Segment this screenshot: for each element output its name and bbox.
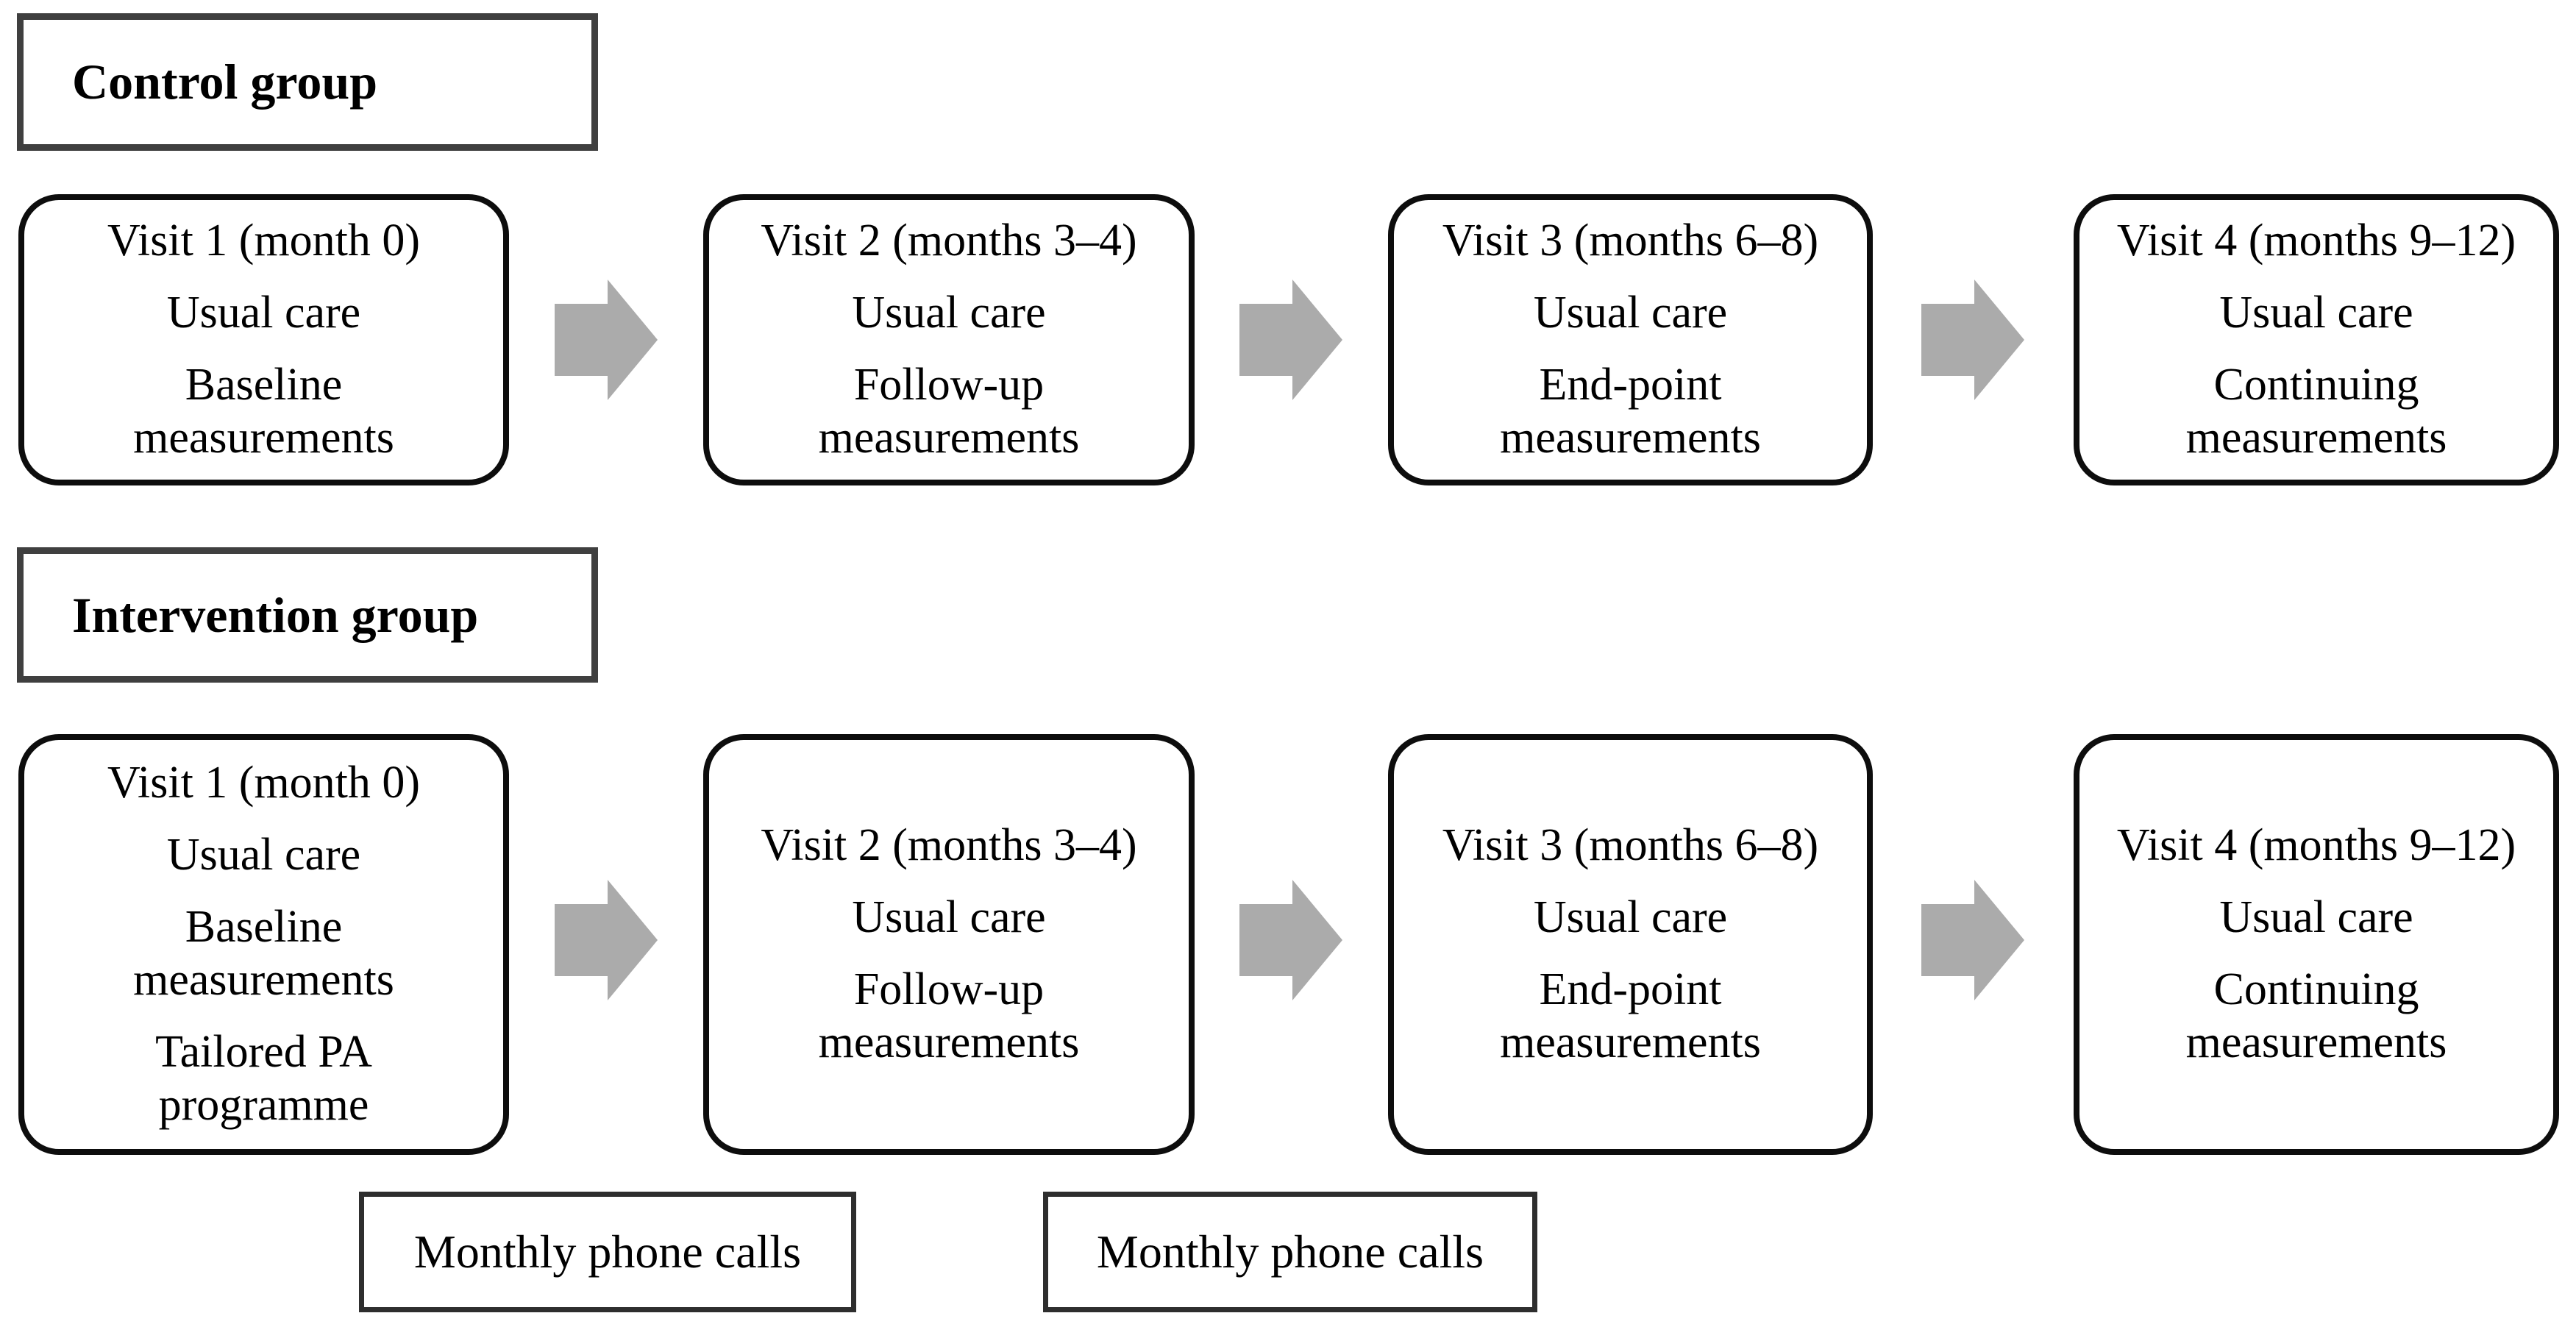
visit-title: Visit 1 (month 0) [107,758,421,808]
arrow-right-icon [555,880,658,1000]
arrow-right-icon [1921,280,2024,400]
visit-title: Visit 2 (months 3–4) [761,216,1137,266]
visit-item: Baseline measurements [133,360,394,463]
visit-item: Usual care [2219,892,2413,943]
arrow-right-icon [1921,880,2024,1000]
visit-box-control-4: Visit 4 (months 9–12) Usual care Continu… [2074,194,2559,485]
arrow-right-icon [555,280,658,400]
visit-item: Usual care [1533,288,1728,338]
visit-item: Baseline measurements [133,902,394,1005]
control-group-label: Control group [72,54,378,110]
visit-title: Visit 2 (months 3–4) [761,820,1137,871]
visit-item: Usual care [2219,288,2413,338]
visit-box-intervention-2: Visit 2 (months 3–4) Usual care Follow-u… [703,734,1195,1155]
intervention-group-label: Intervention group [72,586,479,643]
visit-item: Continuing measurements [2185,964,2447,1067]
visit-item: Tailored PA programme [155,1026,372,1130]
visit-box-control-2: Visit 2 (months 3–4) Usual care Follow-u… [703,194,1195,485]
visit-box-intervention-4: Visit 4 (months 9–12) Usual care Continu… [2074,734,2559,1155]
visit-item: End-point measurements [1500,964,1761,1067]
visit-item: End-point measurements [1500,360,1761,463]
monthly-phone-calls-box-2: Monthly phone calls [1043,1192,1537,1312]
visit-title: Visit 4 (months 9–12) [2116,820,2516,871]
visit-item: Follow-up measurements [818,360,1080,463]
visit-item: Usual care [166,830,361,880]
visit-box-intervention-1: Visit 1 (month 0) Usual care Baseline me… [18,734,509,1155]
monthly-phone-calls-box-1: Monthly phone calls [359,1192,856,1312]
control-group-label-box: Control group [17,13,598,151]
visit-item: Usual care [852,892,1046,943]
note-label: Monthly phone calls [413,1225,802,1278]
note-label: Monthly phone calls [1096,1225,1484,1278]
visit-title: Visit 3 (months 6–8) [1442,216,1819,266]
visit-item: Usual care [166,288,361,338]
visit-title: Visit 3 (months 6–8) [1442,820,1819,871]
arrow-right-icon [1239,880,1342,1000]
visit-title: Visit 4 (months 9–12) [2116,216,2516,266]
visit-item: Usual care [1533,892,1728,943]
intervention-group-label-box: Intervention group [17,547,598,683]
visit-box-control-3: Visit 3 (months 6–8) Usual care End-poin… [1388,194,1873,485]
visit-item: Continuing measurements [2185,360,2447,463]
visit-item: Follow-up measurements [818,964,1080,1067]
visit-title: Visit 1 (month 0) [107,216,421,266]
visit-item: Usual care [852,288,1046,338]
visit-box-control-1: Visit 1 (month 0) Usual care Baseline me… [18,194,509,485]
visit-box-intervention-3: Visit 3 (months 6–8) Usual care End-poin… [1388,734,1873,1155]
arrow-right-icon [1239,280,1342,400]
